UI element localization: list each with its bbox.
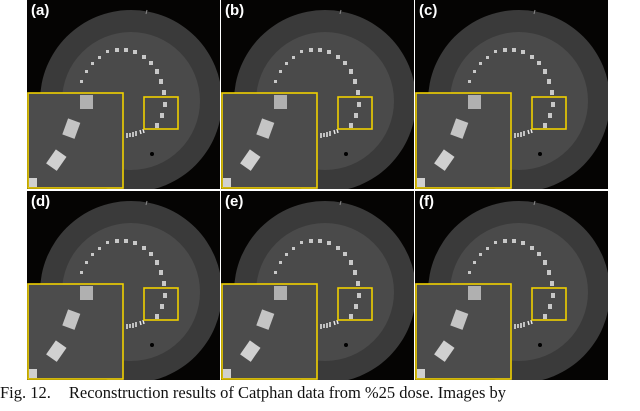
ct-image-c <box>415 0 608 189</box>
panel-label: (f) <box>419 193 434 210</box>
panel-label: (a) <box>31 2 50 19</box>
caption-text: Reconstruction results of Catphan data f… <box>68 383 507 402</box>
panel-c: (c) <box>415 0 608 189</box>
panel-e: (e) <box>221 191 414 380</box>
panel-b: (b) <box>221 0 414 189</box>
panel-a: (a) <box>27 0 220 189</box>
figure-caption: Fig. 12. Reconstruction results of Catpha… <box>0 383 640 403</box>
ct-image-e <box>221 191 414 380</box>
ct-image-f <box>415 191 608 380</box>
panel-label: (b) <box>225 2 245 19</box>
figure-number: Fig. 12. <box>0 383 51 402</box>
panel-label: (c) <box>419 2 438 19</box>
panel-label: (d) <box>31 193 51 210</box>
ct-image-b <box>221 0 414 189</box>
ct-image-a <box>27 0 220 189</box>
ct-image-d <box>27 191 220 380</box>
figure-grid: (a) (b) (c) (d) (e) (f) <box>27 0 608 380</box>
panel-label: (e) <box>225 193 244 210</box>
panel-f: (f) <box>415 191 608 380</box>
panel-d: (d) <box>27 191 220 380</box>
